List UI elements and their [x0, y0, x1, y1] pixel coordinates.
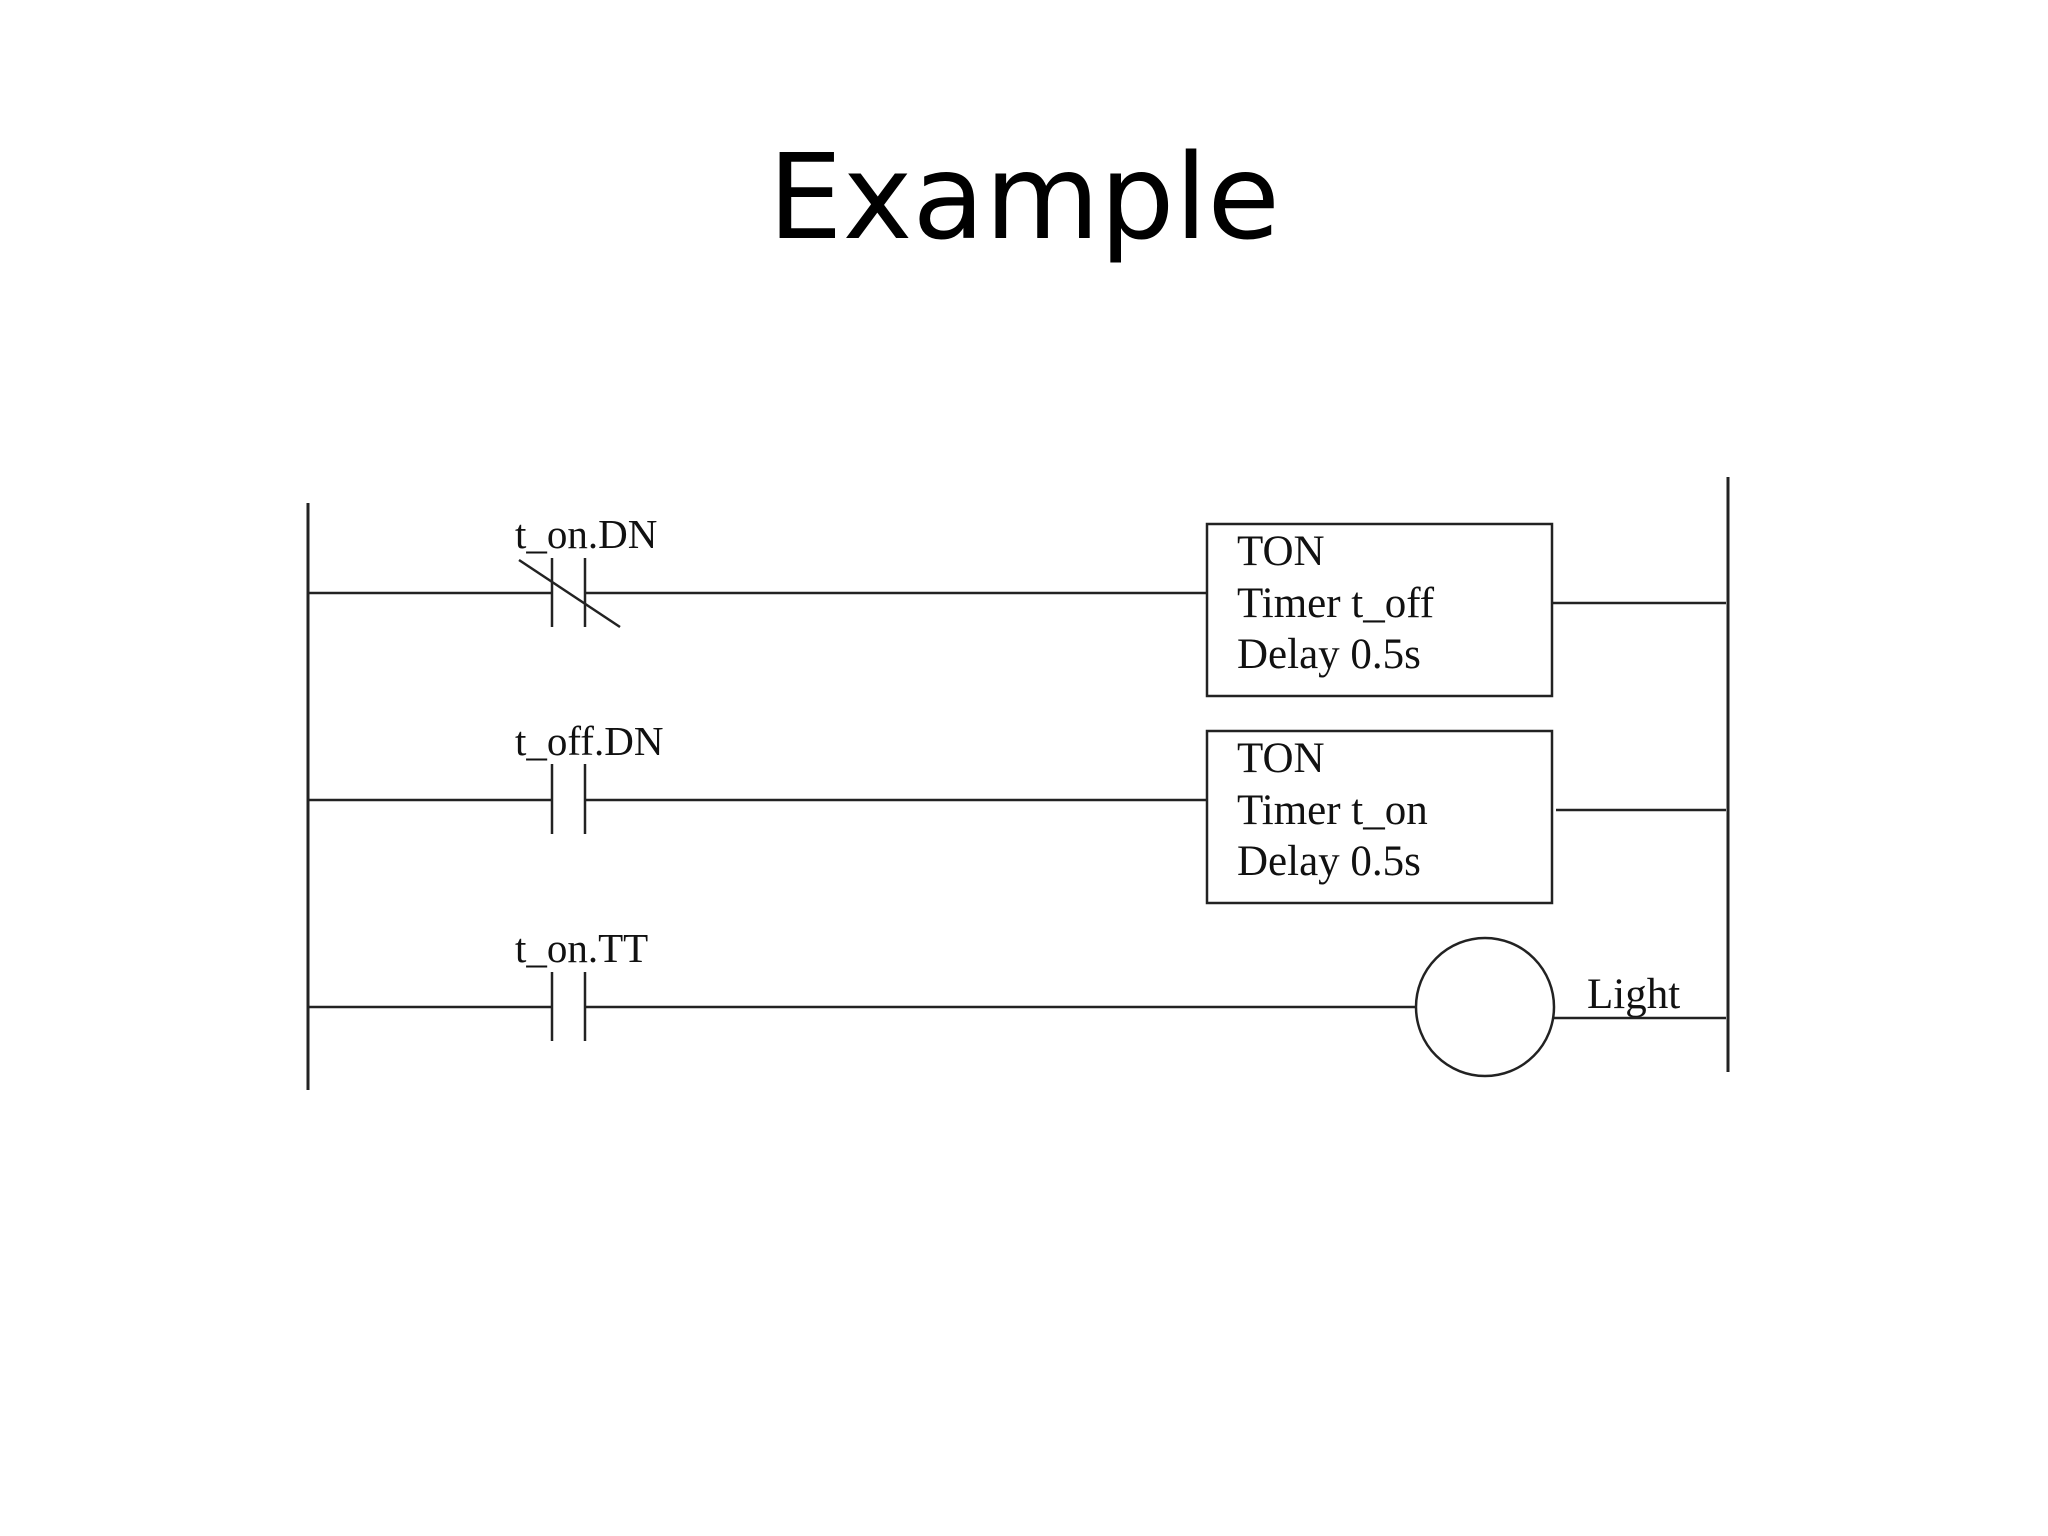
rung-3: t_on.TT Light — [308, 925, 1726, 1078]
rung-3-output-coil — [1414, 936, 1556, 1078]
rung-2-contact-label: t_off.DN — [515, 718, 663, 764]
rung-1-timer-delay: Delay 0.5s — [1237, 631, 1421, 678]
rung-1-timer-name: Timer t_off — [1237, 580, 1435, 627]
rung-3-coil-label: Light — [1587, 971, 1680, 1018]
rung-2-timer-block — [1205, 729, 1554, 905]
rung-2-timer-type: TON — [1237, 735, 1325, 782]
nc-slash — [518, 558, 621, 629]
rung-1: t_on.DN TON Timer t_off Delay 0.5s — [308, 511, 1726, 698]
rung-2: t_off.DN TON Timer t_on Delay 0.5s — [308, 718, 1726, 905]
rung-1-contact-label: t_on.DN — [515, 511, 657, 557]
rung-1-timer-type: TON — [1237, 528, 1325, 575]
rung-2-timer-delay: Delay 0.5s — [1237, 838, 1421, 885]
rung-2-timer-name: Timer t_on — [1237, 787, 1428, 834]
rung-2-contact-no — [550, 764, 587, 834]
slide-title: Example — [768, 128, 1280, 266]
rung-3-contact-no — [550, 972, 587, 1041]
rung-1-timer-block — [1205, 522, 1554, 698]
rung-3-contact-label: t_on.TT — [515, 925, 648, 971]
